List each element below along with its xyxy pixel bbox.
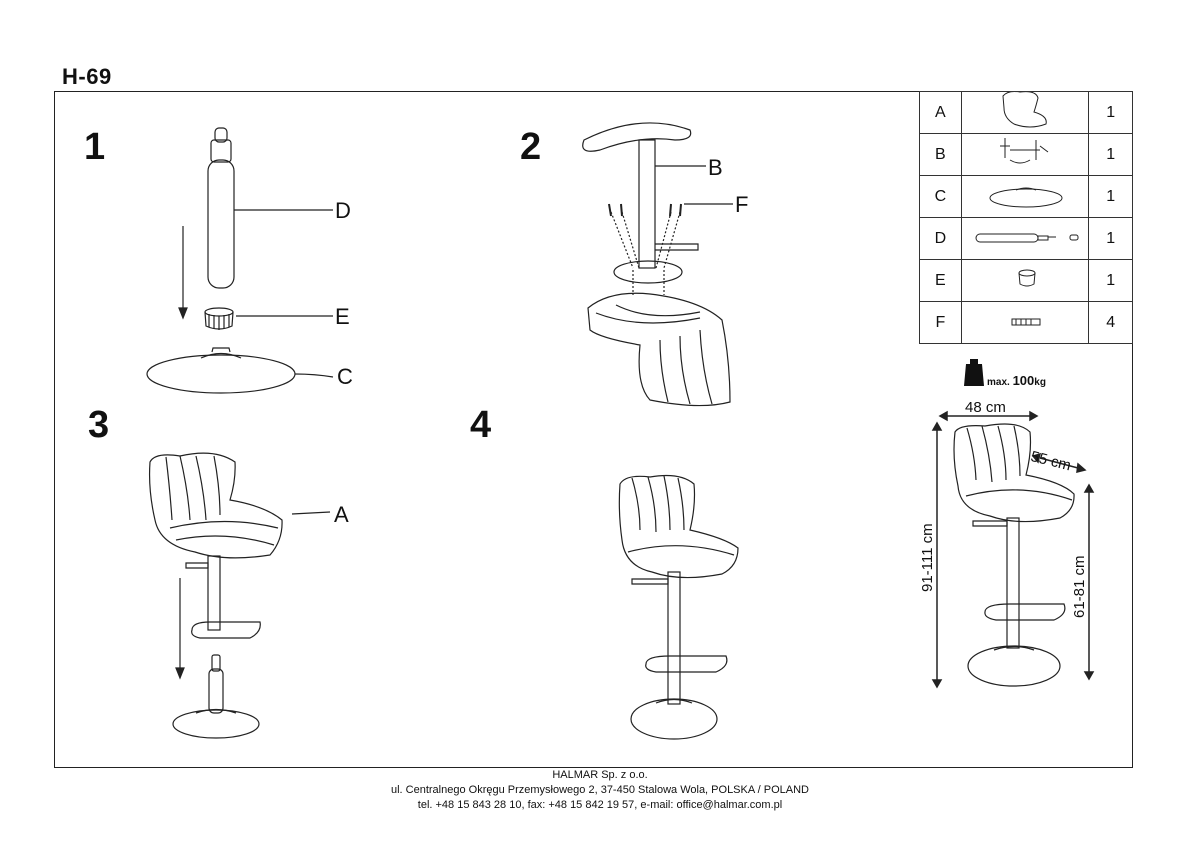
parts-row: D 1 — [919, 217, 1133, 260]
step-number-1: 1 — [84, 126, 106, 168]
callout-b: B — [708, 155, 723, 180]
parts-row: A 1 — [919, 91, 1133, 134]
step3-base-drawing — [172, 654, 260, 739]
max-load-label: max. 100kg — [987, 373, 1046, 388]
step3-arrow — [175, 578, 185, 680]
part-qty: 1 — [1088, 91, 1133, 134]
step1-bearing-drawing — [204, 307, 333, 330]
part-qty: 1 — [1088, 217, 1133, 260]
part-qty: 1 — [1088, 175, 1133, 218]
parts-row: C 1 — [919, 175, 1133, 218]
step3-column-drawing — [185, 555, 261, 639]
callout-a: A — [334, 502, 349, 527]
max-load-unit: kg — [1034, 377, 1046, 388]
part-key: E — [919, 259, 962, 302]
callout-c: C — [337, 364, 353, 389]
instruction-frame — [54, 91, 1133, 768]
step-number-4: 4 — [470, 404, 492, 446]
step1-base-drawing — [146, 347, 334, 394]
column-footrest-icon — [960, 133, 1090, 176]
parts-list-table: A 1 B 1 C 1 D 1 E 1 F 4 — [919, 91, 1133, 344]
footer-address: ul. Centralnego Okręgu Przemysłowego 2, … — [390, 784, 809, 796]
parts-row: E 1 — [919, 259, 1133, 302]
step3-seat-drawing — [148, 452, 331, 559]
seat-height-dimension: 61-81 cm — [1071, 555, 1088, 618]
footer-company: HALMAR Sp. z o.o. — [552, 769, 648, 781]
part-key: C — [919, 175, 962, 218]
part-qty: 1 — [1088, 259, 1133, 302]
callout-e: E — [335, 304, 350, 329]
dimension-stool-drawing — [953, 423, 1075, 687]
seat-shell-icon — [960, 91, 1090, 134]
part-key: B — [919, 133, 962, 176]
product-code-title: H-69 — [62, 64, 112, 89]
step2-footrest-column-drawing — [582, 122, 706, 284]
step2-seat-drawing — [587, 292, 731, 407]
dimension-arrows — [931, 410, 1095, 689]
total-height-dimension: 91-111 cm — [919, 523, 936, 592]
round-base-icon — [960, 175, 1090, 218]
parts-row: F 4 — [919, 301, 1133, 344]
screw-icon — [960, 301, 1090, 344]
weight-icon — [964, 359, 984, 386]
part-qty: 4 — [1088, 301, 1133, 344]
gas-lift-icon — [960, 217, 1090, 260]
max-load-prefix: max. — [987, 377, 1010, 388]
width-dimension: 48 cm — [965, 399, 1006, 416]
footer-contact: tel. +48 15 843 28 10, fax: +48 15 842 1… — [417, 799, 783, 811]
step-number-2: 2 — [520, 126, 542, 168]
part-key: F — [919, 301, 962, 344]
step1-gas-lift-drawing — [207, 127, 333, 289]
step-number-3: 3 — [88, 404, 110, 446]
step2-screws-drawing — [610, 211, 681, 295]
bearing-ring-icon — [960, 259, 1090, 302]
step2-screw-heads — [608, 203, 733, 217]
company-footer: HALMAR Sp. z o.o. ul. Centralnego Okręgu… — [0, 768, 1200, 813]
part-key: D — [919, 217, 962, 260]
callout-d: D — [335, 198, 351, 223]
callout-f: F — [735, 192, 749, 217]
parts-row: B 1 — [919, 133, 1133, 176]
part-qty: 1 — [1088, 133, 1133, 176]
max-load-value: 100 — [1012, 373, 1035, 388]
step1-arrow — [178, 226, 188, 320]
step4-stool-drawing — [618, 474, 739, 740]
part-key: A — [919, 91, 962, 134]
